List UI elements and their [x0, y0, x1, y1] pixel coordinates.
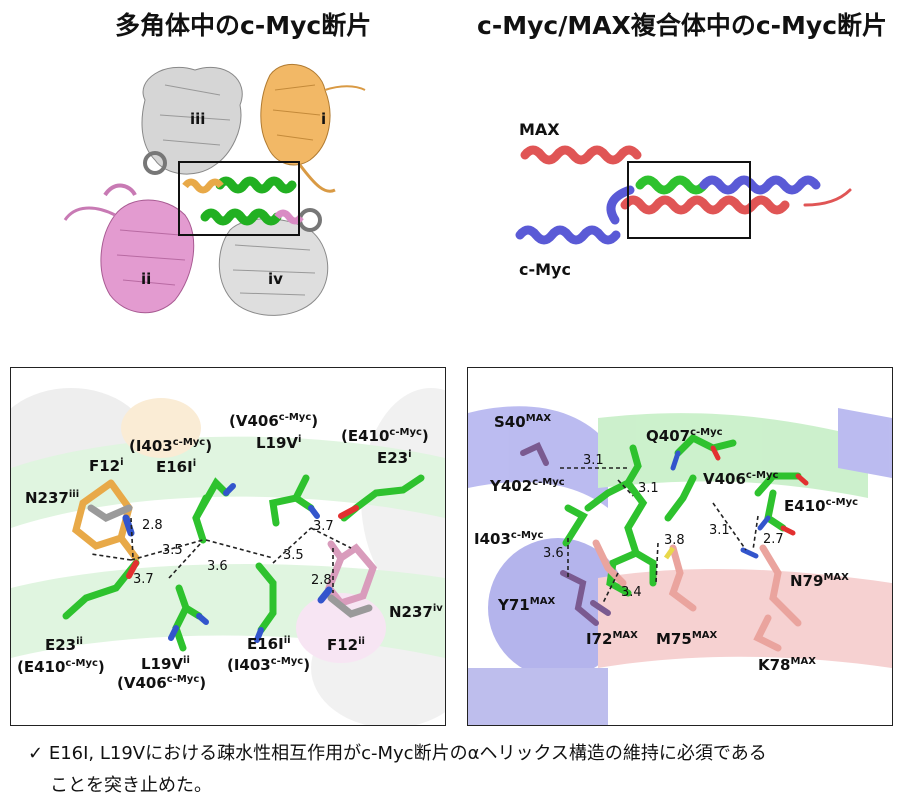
zoom-box-right [627, 161, 751, 239]
dist-4: 3.7 [133, 572, 154, 587]
label-i403-bot: (I403c-Myc) [227, 656, 310, 674]
right-title: c-Myc/MAX複合体中のc-Myc断片 [477, 11, 888, 40]
label-n79: N79MAX [790, 572, 849, 590]
label-v406-bot: (V406c-Myc) [117, 674, 206, 692]
domain-iii [141, 66, 243, 175]
dist-r6: 3.1 [709, 523, 730, 538]
label-e410: E410c-Myc [784, 497, 858, 515]
label-cmyc: c-Myc [519, 260, 571, 279]
dist-6: 3.7 [313, 519, 334, 534]
max-purple-sticks [520, 442, 611, 626]
label-e16iii: E16Iii [247, 635, 291, 653]
label-y71: Y71MAX [497, 596, 555, 614]
dist-r7: 2.7 [763, 532, 784, 547]
label-max: MAX [519, 120, 560, 139]
domain-iv [218, 208, 329, 316]
label-e16ii: E16Ii [156, 458, 196, 476]
residue-labels-right: S40MAX Q407c-Myc Y402c-Myc V406c-Myc E41… [474, 413, 858, 674]
left-title: 多角体中のc-Myc断片 [115, 11, 372, 40]
stick-n237iv [317, 586, 373, 618]
green-helices [200, 176, 297, 226]
label-i403: I403c-Myc [474, 530, 543, 548]
dist-r5: 3.4 [621, 585, 642, 600]
contact-lines [90, 517, 352, 593]
polyhedra-structure-figure: iii i ii iv [63, 63, 366, 316]
label-i: i [321, 110, 326, 128]
label-v406-top: (V406c-Myc) [229, 412, 318, 430]
zoom-box-left [178, 161, 300, 236]
caption: ✓ E16I, L19Vにおける疎水性相互作用がc-Myc断片のαヘリックス構造… [28, 738, 878, 802]
label-e23i: E23i [377, 449, 412, 467]
polyhedra-closeup-svg: 2.8 3.5 3.6 3.7 3.5 3.7 2.8 (I403c-Myc) … [11, 388, 445, 725]
cmyc-max-complex-figure: MAX c-Myc [515, 120, 852, 279]
label-f12i: F12i [89, 457, 124, 475]
label-v406: V406c-Myc [703, 470, 778, 488]
label-n237iii: N237iii [25, 489, 79, 507]
dist-5: 3.5 [283, 548, 304, 563]
label-e410-top: (E410c-Myc) [341, 427, 429, 445]
label-l19vi: L19Vi [256, 434, 301, 452]
dist-r2: 3.1 [638, 481, 659, 496]
max-sticks [592, 539, 802, 652]
label-e410-bot: (E410c-Myc) [17, 658, 105, 676]
dist-2: 3.5 [162, 543, 183, 558]
caption-line-1: ✓ E16I, L19Vにおける疎水性相互作用がc-Myc断片のαヘリックス構造… [28, 743, 767, 764]
cmyc-helix [515, 175, 821, 245]
label-e23ii: E23ii [45, 636, 83, 654]
complex-closeup-svg: 3.1 3.1 3.6 3.8 3.4 3.1 2.7 S40MAX Q407c… [468, 406, 892, 725]
label-i72: I72MAX [586, 630, 638, 648]
label-m75: M75MAX [656, 630, 718, 648]
dist-r1: 3.1 [583, 453, 604, 468]
label-iv: iv [268, 270, 283, 288]
dist-3: 3.6 [207, 559, 228, 574]
label-k78: K78MAX [758, 656, 816, 674]
dist-1: 2.8 [142, 518, 163, 533]
contact-lines-right [560, 467, 759, 604]
panel-complex-closeup: 3.1 3.1 3.6 3.8 3.4 3.1 2.7 S40MAX Q407c… [467, 367, 893, 726]
max-helix [520, 145, 852, 215]
dist-r3: 3.6 [543, 546, 564, 561]
residue-labels-left: (I403c-Myc) F12i E16Ii (V406c-Myc) L19Vi… [17, 412, 443, 692]
label-q407: Q407c-Myc [646, 427, 723, 445]
label-i403-top: (I403c-Myc) [129, 437, 212, 455]
label-y402: Y402c-Myc [489, 477, 565, 495]
dist-r4: 3.8 [664, 533, 685, 548]
label-l19vii: L19Vii [141, 655, 190, 673]
check-icon: ✓ [28, 743, 44, 764]
domain-i [260, 63, 366, 193]
panel-polyhedra-closeup: 2.8 3.5 3.6 3.7 3.5 3.7 2.8 (I403c-Myc) … [10, 367, 446, 726]
label-iii: iii [190, 110, 205, 128]
stick-n237iii [87, 504, 135, 537]
label-s40: S40MAX [494, 413, 551, 431]
label-ii: ii [141, 270, 151, 288]
caption-line-2: ことを突き止めた。 [50, 775, 212, 796]
label-f12ii: F12ii [327, 636, 365, 654]
dist-7: 2.8 [311, 573, 332, 588]
domain-ii [63, 183, 195, 314]
label-n237iv: N237iv [389, 603, 443, 621]
